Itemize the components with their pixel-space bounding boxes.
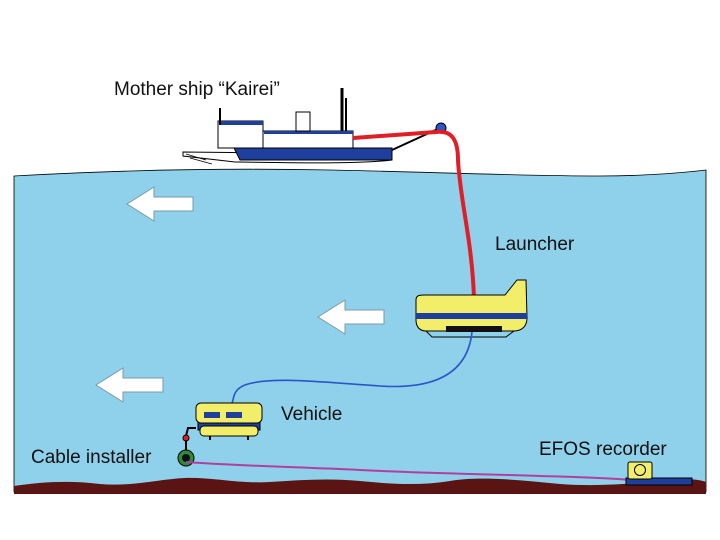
- sea: [13, 168, 707, 493]
- efos-recorder-icon: [625, 461, 693, 486]
- left-arrow-icon: [95, 367, 164, 403]
- launcher-icon: [415, 279, 528, 338]
- left-arrow-icon: [317, 299, 385, 335]
- fiber-optic-cable: [185, 461, 631, 481]
- cable-installer-label: Cable installer: [31, 447, 152, 468]
- seabed: [14, 477, 706, 494]
- vehicle-icon: [182, 402, 263, 442]
- left-arrow-icon: [126, 186, 194, 222]
- vehicle-tether: [231, 331, 473, 404]
- launcher-label: Launcher: [495, 234, 575, 255]
- mother-ship-label: Mother ship “Kairei”: [114, 79, 280, 100]
- vehicle-label: Vehicle: [281, 404, 342, 425]
- efos-recorder-label: EFOS recorder: [539, 439, 667, 460]
- tether-cable: [352, 129, 476, 299]
